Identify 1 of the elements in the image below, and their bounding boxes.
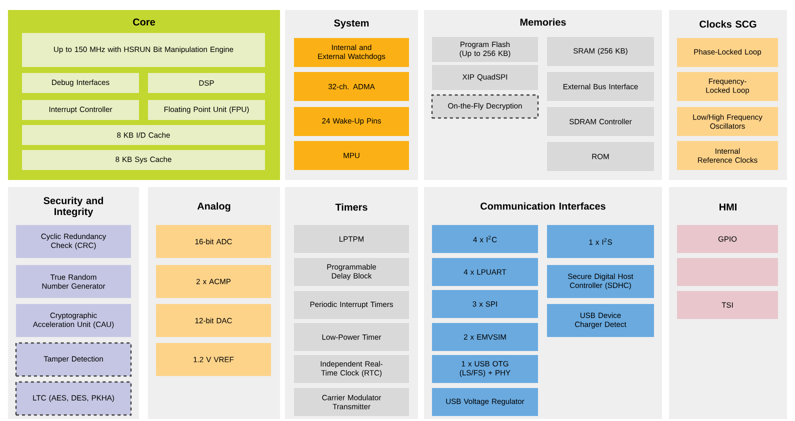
block [677, 258, 778, 286]
